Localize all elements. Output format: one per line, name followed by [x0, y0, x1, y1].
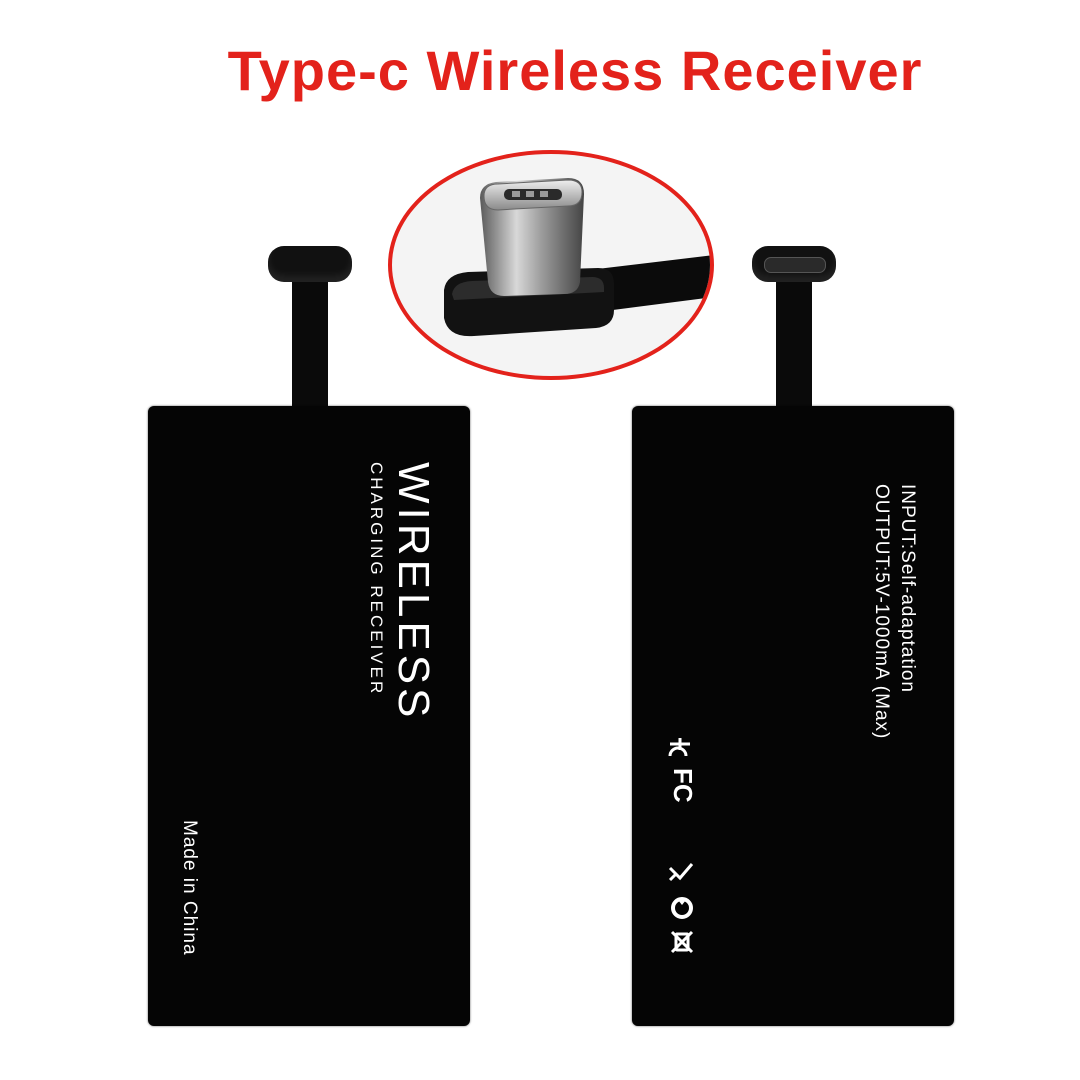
- left-ribbon-cable: [292, 268, 328, 414]
- origin-text: Made in China: [179, 820, 200, 956]
- usb-c-port-opening: [764, 257, 826, 273]
- recycle-icon: [671, 897, 693, 919]
- right-ribbon-cable: [776, 268, 812, 414]
- pb-free-icon: [668, 863, 694, 882]
- brand-subtitle-text: CHARGING RECEIVER: [367, 462, 386, 697]
- page-title: Type-c Wireless Receiver: [227, 39, 923, 102]
- output-spec-text: OUTPUT:5V-1000mA (Max): [871, 484, 892, 740]
- input-spec-text: INPUT:Self-adaptation: [897, 484, 918, 693]
- right-usb-c-plug: [752, 246, 836, 282]
- left-usb-c-plug: [268, 246, 352, 282]
- usb-c-connector-illustration: [444, 178, 710, 337]
- fcc-mark-text: FC: [668, 768, 698, 803]
- receiver-front-card: [148, 406, 470, 1026]
- brand-wireless-text: WIRELESS: [389, 462, 438, 722]
- weee-crossed-bin-icon: [670, 930, 694, 954]
- receiver-back-card: [632, 406, 954, 1026]
- ce-mark-icon: [668, 738, 690, 757]
- connector-zoom-inset: [388, 150, 714, 380]
